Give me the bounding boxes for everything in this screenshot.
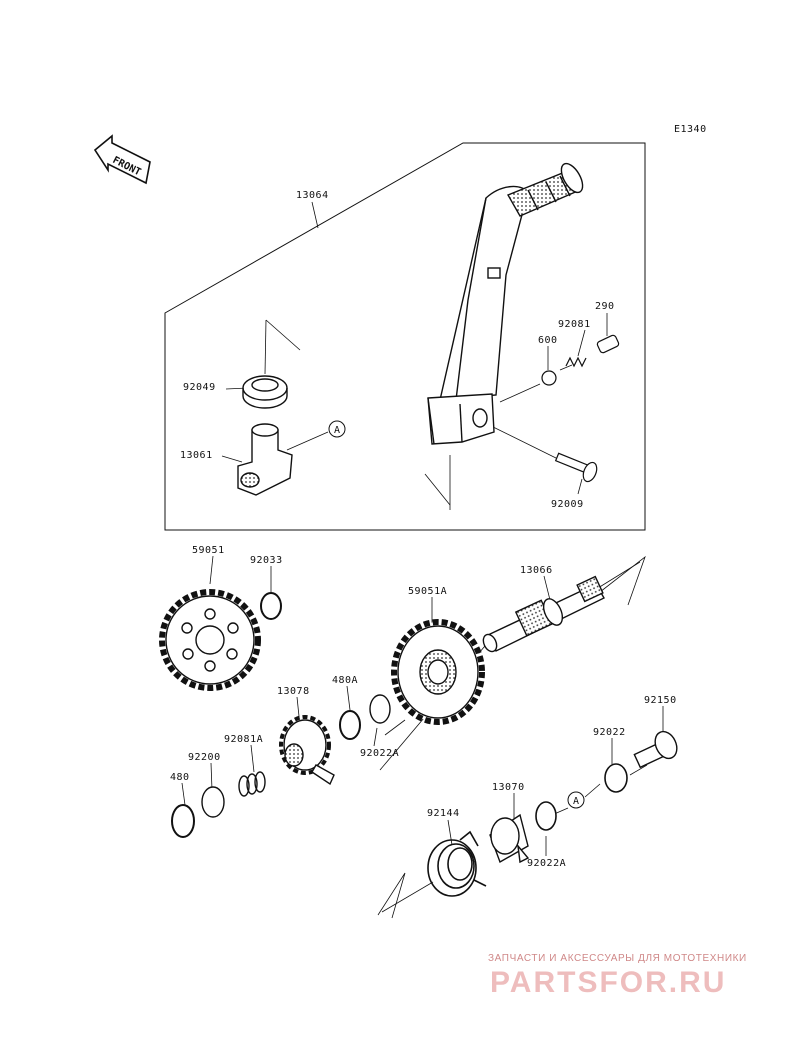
- svg-text:A: A: [334, 425, 340, 436]
- spring-92081a-icon: [238, 771, 266, 797]
- diagram-code: E1340: [674, 124, 707, 135]
- kick-shaft-13066-icon: [482, 575, 605, 653]
- plug-290-icon: [596, 334, 620, 354]
- spring-92081-icon: [565, 356, 587, 368]
- washer-92022-icon: [604, 763, 628, 793]
- kick-spring-92144-icon: [427, 830, 487, 897]
- bolt-92150-icon: [633, 730, 678, 769]
- part-label-92081: 92081: [558, 319, 591, 330]
- part-label-92022a-upper: 92022A: [360, 748, 400, 759]
- washer-92200-icon: [201, 786, 225, 818]
- part-label-290: 290: [595, 301, 615, 312]
- washer-92022a-upper-icon: [369, 694, 391, 724]
- part-label-92022: 92022: [593, 727, 626, 738]
- axis-arrow-icon: [377, 555, 646, 919]
- part-label-600: 600: [538, 335, 558, 346]
- part-label-480a: 480A: [332, 675, 359, 686]
- part-label-480: 480: [170, 772, 190, 783]
- part-label-13070: 13070: [492, 782, 525, 793]
- collar-13070-icon: [489, 813, 530, 864]
- part-label-13078: 13078: [277, 686, 310, 697]
- assembly-outline: [164, 142, 646, 531]
- callout-circle-a-upper: A: [328, 420, 346, 438]
- ratchet-13078-icon: [279, 715, 335, 786]
- kick-gear-59051a-icon: [391, 619, 485, 725]
- circlip-92033-icon: [260, 592, 282, 620]
- part-label-92200: 92200: [188, 752, 221, 763]
- watermark-brand-logo: PARTSFOR.RU: [490, 966, 727, 999]
- leader-lines: [181, 201, 664, 913]
- part-label-13066: 13066: [520, 565, 553, 576]
- part-label-92009: 92009: [551, 499, 584, 510]
- ball-600-icon: [541, 370, 557, 386]
- part-label-59051a: 59051A: [408, 586, 448, 597]
- front-arrow-icon: FRONT: [93, 134, 151, 185]
- oil-seal-92049-icon: [242, 375, 288, 409]
- part-label-92033: 92033: [250, 555, 283, 566]
- kick-pedal-lever-icon: [427, 162, 584, 445]
- circlip-480a-icon: [339, 710, 361, 740]
- part-label-59051: 59051: [192, 545, 225, 556]
- part-label-92144: 92144: [427, 808, 460, 819]
- kick-shaft-13061-icon: [237, 423, 293, 496]
- part-label-92049: 92049: [183, 382, 216, 393]
- part-label-13061: 13061: [180, 450, 213, 461]
- circlip-480-icon: [171, 804, 195, 838]
- callout-circle-a-lower: A: [567, 791, 585, 809]
- part-label-92081a: 92081A: [224, 734, 264, 745]
- part-label-92022a-lower: 92022A: [527, 858, 567, 869]
- part-label-92150: 92150: [644, 695, 677, 706]
- kick-gear-59051-icon: [159, 589, 261, 691]
- bolt-92009-icon: [554, 452, 598, 483]
- watermark-tagline: ЗАПЧАСТИ И АКСЕССУАРЫ ДЛЯ МОТОТЕХНИКИ: [488, 953, 747, 964]
- part-label-13064: 13064: [296, 190, 329, 201]
- svg-text:A: A: [573, 796, 579, 807]
- washer-92022a-lower-icon: [535, 801, 557, 831]
